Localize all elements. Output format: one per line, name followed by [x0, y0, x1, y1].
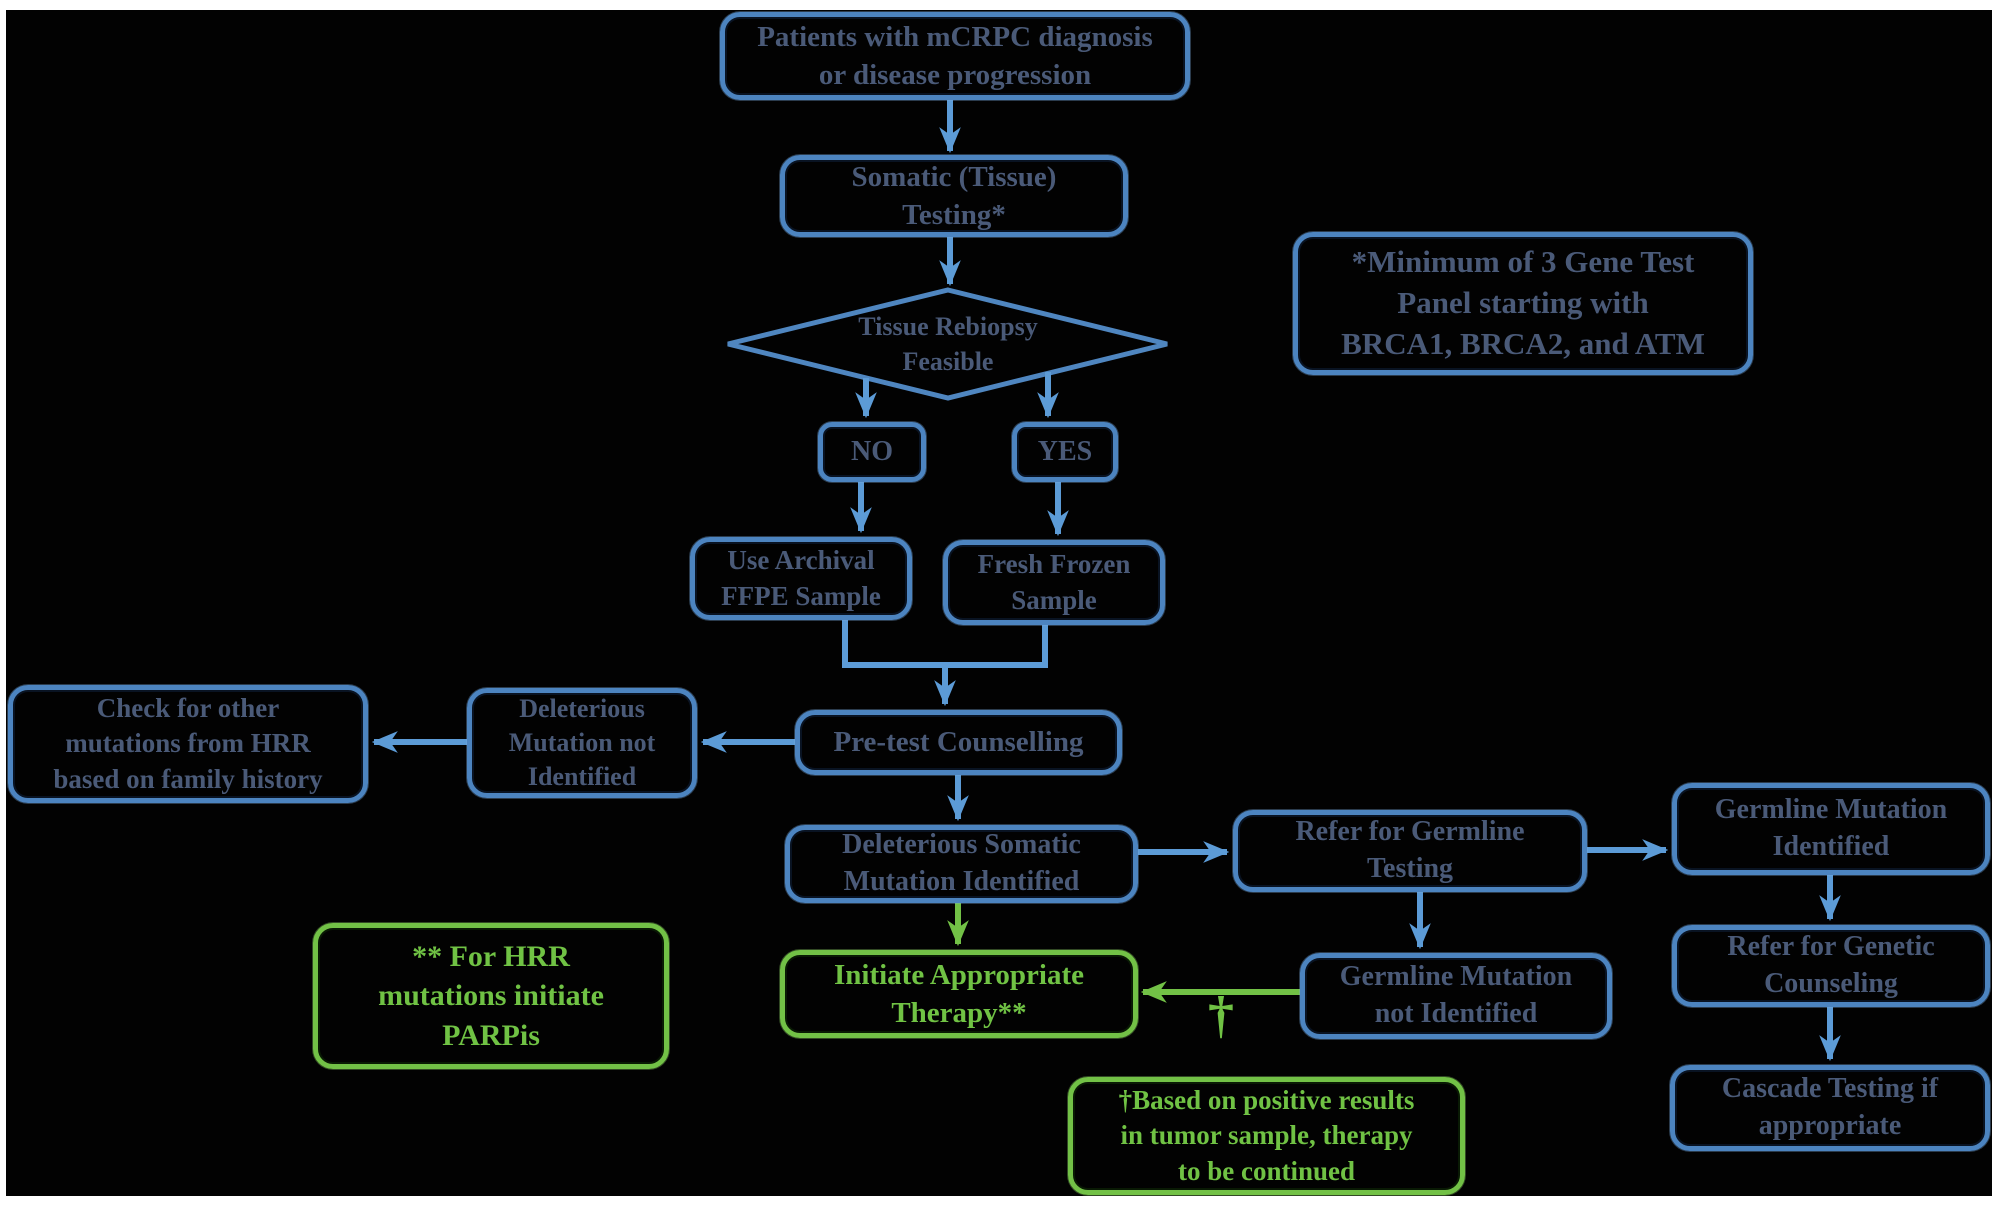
node-initiate-therapy-label: Initiate Appropriate Therapy**: [834, 958, 1084, 1029]
node-patients-label: Patients with mCRPC diagnosis or disease…: [757, 20, 1153, 91]
node-rebiopsy-feasible: Tissue Rebiopsy Feasible: [798, 306, 1098, 382]
node-germline-not-identified-label: Germline Mutation not Identified: [1339, 961, 1573, 1029]
node-yes-label: YES: [1037, 435, 1093, 467]
node-somatic-testing-label: Somatic (Tissue) Testing*: [851, 160, 1057, 231]
node-pretest-counselling-label: Pre-test Counselling: [833, 726, 1084, 759]
node-fresh-frozen: Fresh Frozen Sample: [943, 540, 1165, 625]
node-cascade-testing-label: Cascade Testing if appropriate: [1721, 1073, 1939, 1141]
node-ffpe-sample-label: Use Archival FFPE Sample: [721, 544, 881, 611]
note-hrr-parpis-label: ** For HRR mutations initiate PARPis: [378, 939, 604, 1052]
node-somatic-testing: Somatic (Tissue) Testing*: [780, 155, 1128, 237]
node-refer-germline-testing: Refer for Germline Testing: [1233, 810, 1587, 892]
node-deleterious-somatic-identified: Deleterious Somatic Mutation Identified: [785, 825, 1138, 903]
node-rebiopsy-feasible-label: Tissue Rebiopsy Feasible: [858, 311, 1038, 376]
node-germline-not-identified: Germline Mutation not Identified: [1300, 953, 1612, 1039]
node-deleterious-somatic-identified-label: Deleterious Somatic Mutation Identified: [842, 829, 1081, 897]
note-hrr-parpis: ** For HRR mutations initiate PARPis: [313, 923, 669, 1069]
node-initiate-therapy: Initiate Appropriate Therapy**: [780, 950, 1138, 1038]
node-fresh-frozen-label: Fresh Frozen Sample: [977, 548, 1131, 615]
node-yes: YES: [1012, 422, 1118, 482]
node-patients: Patients with mCRPC diagnosis or disease…: [720, 12, 1190, 100]
note-dagger-positive-results-label: †Based on positive results in tumor samp…: [1118, 1084, 1415, 1186]
node-no: NO: [818, 422, 926, 482]
node-deleterious-not-identified: Deleterious Mutation not Identified: [467, 688, 697, 798]
node-check-hrr-mutations-label: Check for other mutations from HRR based…: [53, 692, 323, 794]
connector-lines: [371, 98, 1841, 1062]
rebiopsy-diamond-shape: [727, 287, 1168, 401]
dagger-footnote-marker-glyph: †: [1208, 987, 1234, 1044]
node-check-hrr-mutations: Check for other mutations from HRR based…: [8, 685, 368, 803]
node-no-label: NO: [851, 435, 893, 467]
node-refer-genetic-counseling-label: Refer for Genetic Counseling: [1727, 931, 1935, 999]
node-germline-identified-label: Germline Mutation Identified: [1714, 794, 1948, 862]
dagger-footnote-marker: †: [1208, 990, 1234, 1042]
note-gene-panel-label: *Minimum of 3 Gene Test Panel starting w…: [1341, 244, 1705, 361]
node-cascade-testing: Cascade Testing if appropriate: [1670, 1065, 1990, 1151]
node-deleterious-not-identified-label: Deleterious Mutation not Identified: [508, 693, 656, 792]
flowchart-canvas: Patients with mCRPC diagnosis or disease…: [6, 10, 1992, 1196]
node-germline-identified: Germline Mutation Identified: [1672, 783, 1990, 875]
node-refer-genetic-counseling: Refer for Genetic Counseling: [1672, 925, 1990, 1007]
node-ffpe-sample: Use Archival FFPE Sample: [690, 537, 912, 620]
note-gene-panel: *Minimum of 3 Gene Test Panel starting w…: [1293, 232, 1753, 375]
note-dagger-positive-results: †Based on positive results in tumor samp…: [1068, 1077, 1465, 1195]
node-pretest-counselling: Pre-test Counselling: [795, 710, 1122, 775]
node-refer-germline-testing-label: Refer for Germline Testing: [1295, 816, 1525, 884]
